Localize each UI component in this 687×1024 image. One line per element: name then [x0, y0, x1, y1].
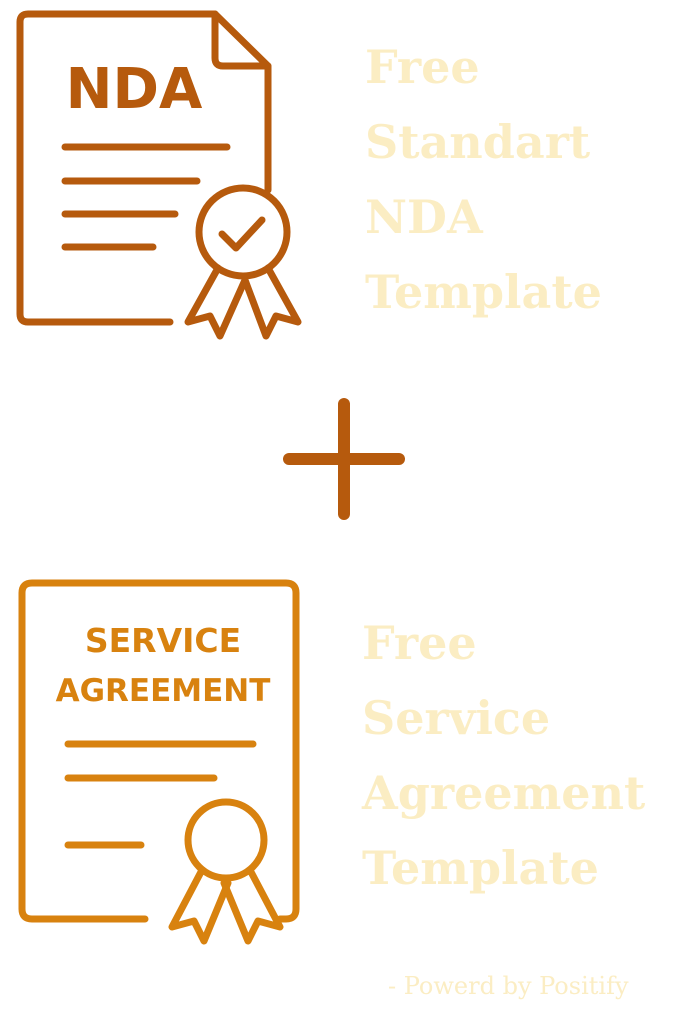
nda-icon-label: NDA [66, 57, 203, 122]
footer-credit: - Powerd by Positify [388, 972, 629, 1000]
service-seal-ribbon-right [220, 866, 284, 945]
service-seal-ribbon-left [168, 866, 232, 945]
nda-page-outline [16, 10, 272, 326]
service-title-line: Service [362, 691, 551, 745]
nda-title-line: Free [365, 40, 480, 94]
nda-title-line: Template [365, 265, 602, 319]
nda-page-fold [211, 10, 272, 70]
service-agreement-template-title: Free Service Agreement Template [362, 606, 645, 906]
nda-document-certificate-icon: NDA [16, 10, 302, 340]
nda-seal-ribbon-right [241, 264, 302, 340]
nda-title-line: NDA [365, 190, 483, 244]
nda-template-title: Free Standart NDA Template [365, 30, 602, 330]
service-title-line: Free [362, 616, 477, 670]
service-agreement-document-icon: SERVICE AGREEMENT [18, 579, 300, 945]
plus-icon [283, 398, 405, 520]
service-seal-circle [184, 798, 268, 882]
check-icon [218, 216, 266, 252]
service-page-outline [18, 579, 300, 923]
nda-seal-circle [195, 184, 291, 280]
service-title-line: Template [362, 841, 599, 895]
nda-title-line: Standart [365, 115, 591, 169]
service-title-line: Agreement [362, 766, 646, 820]
service-icon-label-line2: AGREEMENT [56, 673, 271, 709]
service-icon-label-line1: SERVICE [85, 621, 241, 660]
nda-seal-ribbon-left [184, 264, 249, 340]
